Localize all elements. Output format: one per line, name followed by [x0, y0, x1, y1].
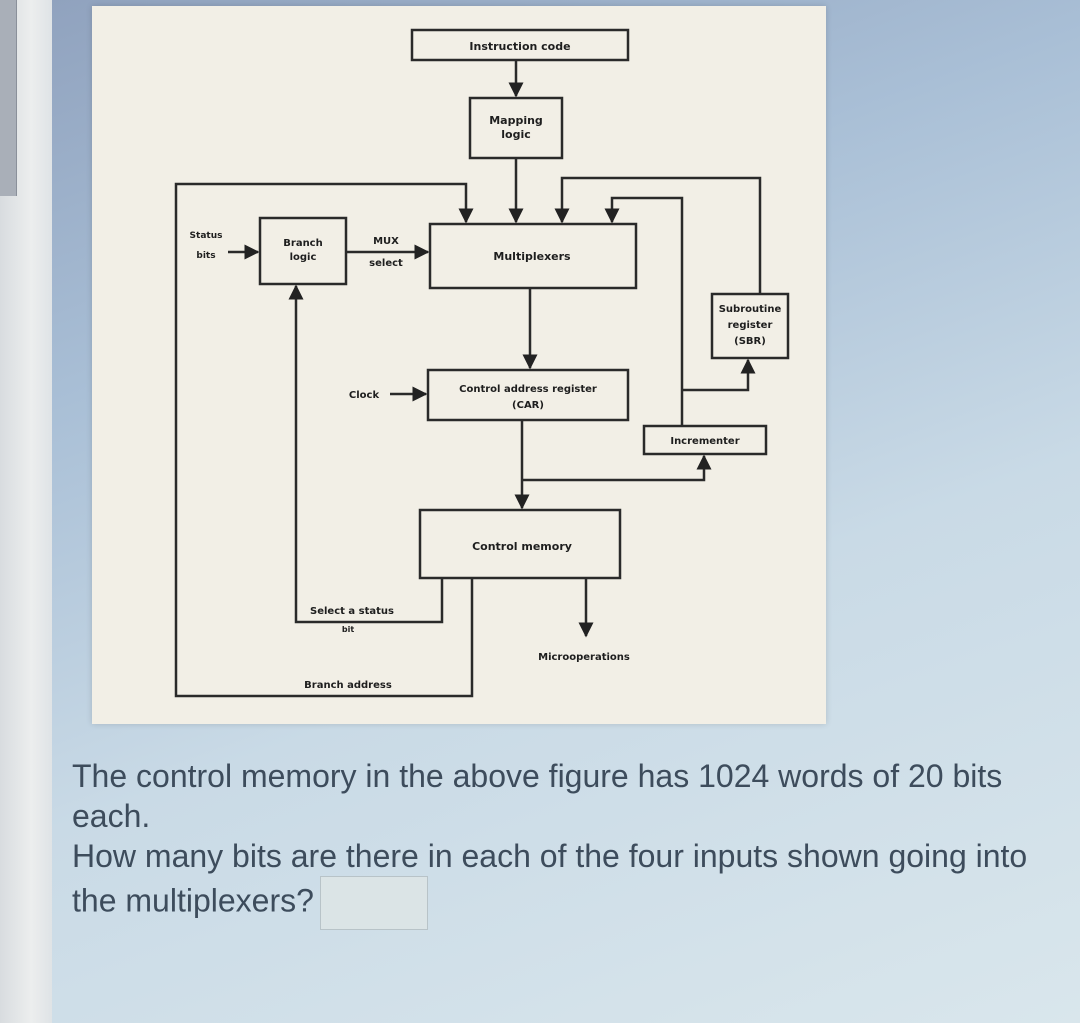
multiplexers-box — [428, 222, 638, 290]
control-memory-label: Control memory — [472, 540, 572, 553]
question-line-2-text: How many bits are there in each of the f… — [72, 838, 1028, 919]
mux-select-label-2: select — [369, 258, 403, 269]
branch-logic-box — [258, 216, 348, 286]
sbr-label-2: register — [728, 320, 773, 331]
sbr-label-1: Subroutine — [719, 304, 782, 315]
sbr-label-3: (SBR) — [734, 336, 766, 347]
left-panel-tab — [0, 0, 17, 196]
status-bits-label-1: Status — [190, 231, 223, 241]
select-status-label-1: Select a status — [310, 606, 394, 617]
branch-logic-label-2: logic — [290, 252, 317, 263]
car-label-1: Control address register — [459, 384, 597, 395]
clock-label: Clock — [349, 390, 380, 401]
mapping-logic-label-2: logic — [501, 128, 531, 141]
incrementer-box — [642, 424, 768, 456]
sbr-box — [710, 292, 790, 360]
microprogram-sequencer-diagram: Instruction code Mapping logic Status bi… — [174, 28, 790, 698]
instruction-code-label: Instruction code — [469, 40, 570, 53]
multiplexers-label: Multiplexers — [493, 250, 571, 263]
mapping-logic-label-1: Mapping — [489, 114, 543, 127]
instruction-code-box — [410, 28, 630, 62]
mux-select-label-1: MUX — [373, 236, 399, 247]
incrementer-label: Incrementer — [670, 436, 739, 447]
answer-input[interactable] — [319, 876, 428, 930]
microoperations-label: Microoperations — [538, 652, 630, 663]
question-line-2: How many bits are there in each of the f… — [72, 836, 1052, 930]
car-label-2: (CAR) — [512, 400, 544, 411]
branch-address-label: Branch address — [304, 680, 392, 691]
control-memory-box — [418, 508, 622, 580]
car-box — [426, 368, 630, 422]
figure-background — [92, 6, 826, 724]
question-line-1: The control memory in the above figure h… — [72, 758, 1003, 834]
branch-logic-label-1: Branch — [283, 238, 322, 249]
status-bits-label-2: bits — [196, 251, 215, 261]
question-text: The control memory in the above figure h… — [72, 756, 1052, 930]
select-status-label-2: bit — [342, 625, 354, 634]
